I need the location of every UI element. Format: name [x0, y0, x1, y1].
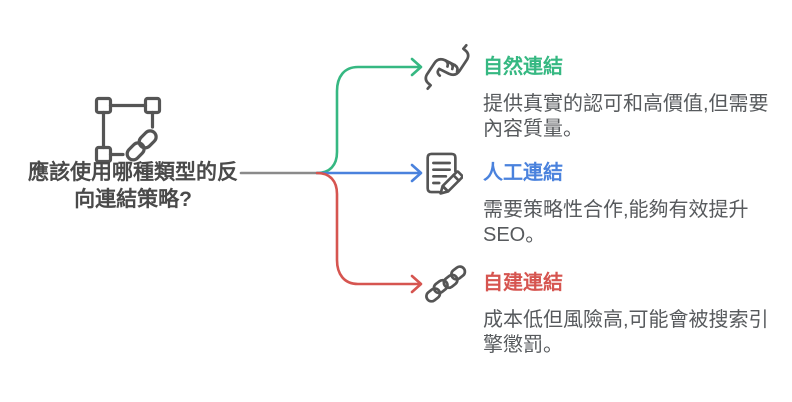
branch-selfbuilt-title: 自建連結: [483, 272, 563, 294]
branch-natural-description: 提供真實的認可和高價值,但需要內容質量。: [483, 93, 769, 140]
handshake-icon: [424, 43, 470, 91]
branch-selfbuilt: 自建連結 成本低但風險高,可能會被搜索引擎懲罰。: [483, 271, 781, 358]
arrowhead-selfbuilt: [410, 274, 423, 294]
root-question-line2: 向連結策略?: [74, 188, 192, 211]
branch-natural: 自然連結 提供真實的認可和高價值,但需要內容質量。: [483, 55, 781, 142]
arrowhead-artificial: [410, 163, 423, 183]
branch-selfbuilt-description: 成本低但風險高,可能會被搜索引擎懲罰。: [483, 309, 769, 356]
root-question-label: 應該使用哪種類型的反 向連結策略?: [16, 159, 250, 213]
root-question-line1: 應該使用哪種類型的反: [28, 161, 238, 184]
branch-natural-title: 自然連結: [483, 56, 563, 78]
arrowhead-natural: [410, 57, 423, 77]
branch-artificial: 人工連結 需要策略性合作,能夠有效提升SEO。: [483, 161, 781, 248]
branch-natural-icon-wrap: [421, 42, 473, 97]
branch-selfbuilt-icon-wrap: [421, 260, 471, 313]
branch-artificial-title: 人工連結: [483, 162, 563, 184]
branch-artificial-description: 需要策略性合作,能夠有效提升SEO。: [483, 199, 749, 246]
chain-icon: [425, 265, 467, 303]
document-edit-icon: [426, 152, 464, 195]
connector-branch-natural: [315, 65, 420, 175]
connector-branch-selfbuilt: [315, 171, 420, 286]
root-node: [94, 96, 162, 169]
branch-artificial-icon-wrap: [421, 150, 464, 201]
link-selection-icon: [94, 96, 162, 164]
